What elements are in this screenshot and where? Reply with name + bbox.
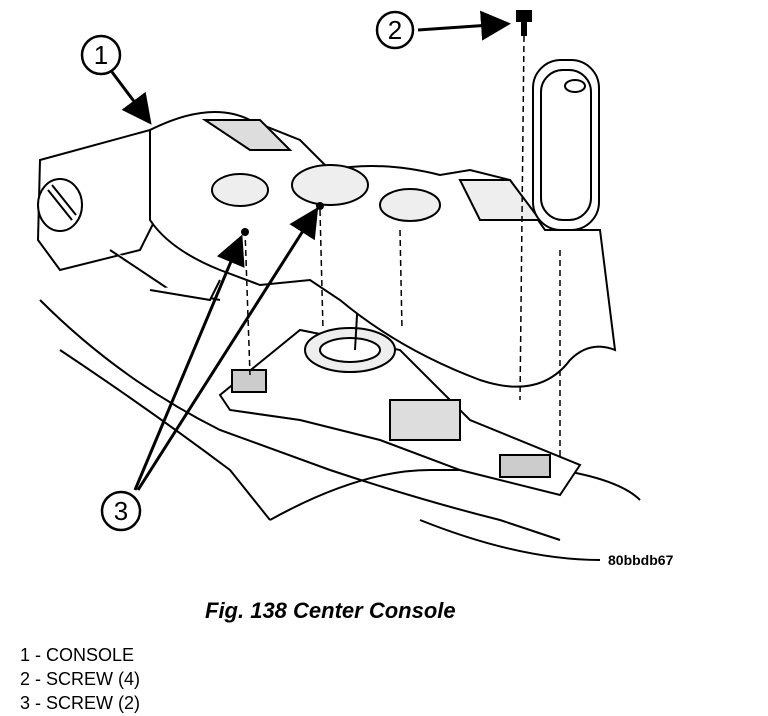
- leader-1: [110, 71, 152, 125]
- screw-top: [516, 10, 532, 36]
- callout-2-number: 2: [388, 15, 402, 45]
- console-body: [149, 59, 617, 388]
- legend-item: 2 - SCREW (4): [20, 669, 141, 689]
- callout-1: 1: [80, 34, 122, 76]
- screw-left-a: [241, 228, 249, 236]
- callout-leaders: [110, 10, 511, 491]
- callout-1-number: 1: [94, 40, 108, 70]
- callout-3-number: 3: [114, 496, 128, 526]
- callout-2: 2: [375, 10, 415, 50]
- screw-left-b: [316, 202, 324, 210]
- center-console-illustration: 1 2 3: [36, 10, 641, 561]
- callout-3: 3: [100, 490, 142, 532]
- leader-3b: [136, 206, 319, 491]
- leader-3a: [133, 234, 245, 491]
- reference-code: 80bbdb67: [608, 552, 674, 568]
- leader-2: [417, 10, 511, 41]
- legend-item: 1 - CONSOLE: [20, 645, 135, 665]
- parts-legend: 1 - CONSOLE 2 - SCREW (4) 3 - SCREW (2): [20, 643, 140, 715]
- instrument-panel: [36, 128, 221, 302]
- floor-outline: [39, 299, 641, 561]
- legend-item: 3 - SCREW (2): [20, 693, 141, 713]
- shifter-bracket: [218, 293, 582, 497]
- figure-caption: Fig. 138 Center Console: [205, 598, 456, 623]
- mounting-dashed-lines: [244, 35, 561, 460]
